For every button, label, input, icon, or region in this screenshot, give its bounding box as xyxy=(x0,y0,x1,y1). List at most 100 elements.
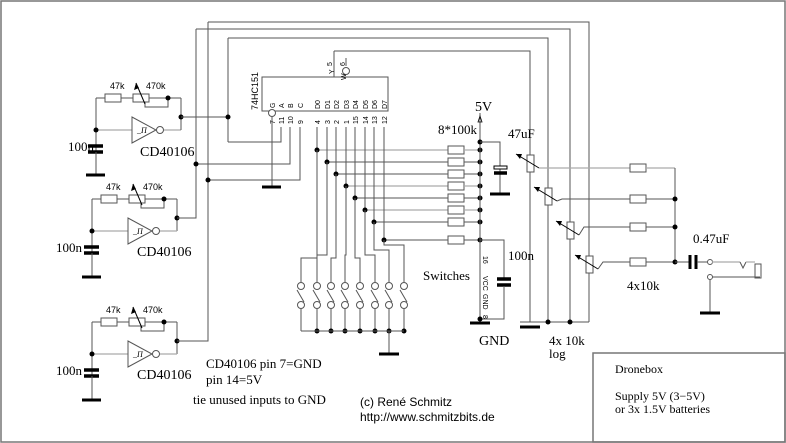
switch-contact-bottom-2 xyxy=(327,301,335,309)
mux-pin-num-5: 5 xyxy=(327,62,334,66)
mux-pin-num-6: 6 xyxy=(340,62,347,66)
mixer-resistor-1 xyxy=(629,163,647,173)
mux-pin-label-d7: D7 xyxy=(382,100,389,109)
switch-wire-7 xyxy=(383,240,405,282)
mux-pin-label-w: W xyxy=(341,73,348,80)
pot-470k-3 xyxy=(128,317,146,327)
mux-gnd-label: GND xyxy=(481,294,488,310)
mux-pin-label-d0: D0 xyxy=(315,100,322,109)
osc1-ic-label: CD40106 xyxy=(140,145,194,160)
routing-wires xyxy=(193,21,590,322)
mux-pin-label-c: C xyxy=(298,103,305,108)
switch-contact-top-3 xyxy=(341,282,349,290)
mux-pin-label-d2: D2 xyxy=(334,100,341,109)
osc2-pot-label: 470k xyxy=(143,182,163,192)
mux-pin-num-9: 9 xyxy=(298,120,305,124)
note-line-2: pin 14=5V xyxy=(206,372,263,387)
mux-pin-num-4: 4 xyxy=(315,120,322,124)
schmitt-inverter-2 xyxy=(127,217,154,245)
switch-0[interactable] xyxy=(296,289,305,303)
electrolytic-cap xyxy=(493,165,508,170)
pot-470k-2 xyxy=(128,194,146,204)
switch-array xyxy=(296,150,408,356)
mux-pin-label-a: A xyxy=(279,103,286,108)
schmitt-inverter-1 xyxy=(131,116,158,144)
note-line-1: CD40106 pin 7=GND xyxy=(206,356,322,371)
info-supply-2: or 3x 1.5V batteries xyxy=(615,402,710,416)
mux-pin-label-g: G xyxy=(270,103,277,108)
credits-url[interactable]: http://www.schmitzbits.de xyxy=(360,410,495,424)
mux-pin-num-15: 15 xyxy=(353,116,360,124)
volume-pots xyxy=(520,319,589,329)
pullups-label: 8*100k xyxy=(438,122,478,137)
mux-vcc-label: VCC xyxy=(481,276,488,291)
credits-author: (c) René Schmitz xyxy=(360,395,452,409)
switch-wire-0 xyxy=(300,150,318,282)
switch-3[interactable] xyxy=(340,289,349,303)
switch-6[interactable] xyxy=(384,289,393,303)
mux-name: 74HC151 xyxy=(250,72,260,110)
osc2-cap-label: 100n xyxy=(56,240,83,255)
mixer-resistor-3 xyxy=(629,222,647,232)
volume-pot-3[interactable] xyxy=(566,221,575,240)
osc1-cap-label: 100n xyxy=(68,139,95,154)
pullup-resistor-6 xyxy=(447,217,465,227)
jack-tip-terminal xyxy=(707,259,713,265)
osc3-cap-label: 100n xyxy=(56,363,83,378)
resistor-47k-3 xyxy=(100,317,118,327)
mux-pin-label-d4: D4 xyxy=(353,100,360,109)
pullup-resistor-7 xyxy=(447,235,465,245)
switch-contact-top-2 xyxy=(327,282,335,290)
mux-pin-label-b: B xyxy=(288,103,295,108)
osc3-pot-label: 470k xyxy=(143,305,163,315)
electrolytic-cap-label: 47uF xyxy=(508,126,535,141)
pullup-resistor-0 xyxy=(447,145,465,155)
volume-pot-2[interactable] xyxy=(544,187,553,206)
volume-pots-label: 4x 10k xyxy=(549,333,585,348)
mux-pin-num-14: 14 xyxy=(363,116,370,124)
switch-wire-2 xyxy=(330,174,337,282)
switch-contact-top-7 xyxy=(400,282,408,290)
mux-pin-num-12: 12 xyxy=(382,116,389,124)
volume-pots-taper: log xyxy=(549,346,566,361)
decoupling-cap-label: 100n xyxy=(508,248,535,263)
switch-7[interactable] xyxy=(399,289,408,303)
pullup-resistor-2 xyxy=(447,169,465,179)
mixer-resistors-label: 4x10k xyxy=(627,278,660,293)
switches-label: Switches xyxy=(423,268,470,283)
switch-wire-3 xyxy=(344,186,347,282)
info-supply-1: Supply 5V (3−5V) xyxy=(615,389,705,403)
supply-5v-label: 5V xyxy=(475,100,492,115)
mux-gnd-pin: 8 xyxy=(481,315,488,319)
switch-4[interactable] xyxy=(355,289,364,303)
osc2-ic-label: CD40106 xyxy=(137,245,191,260)
switch-5[interactable] xyxy=(370,289,379,303)
switch-contact-bottom-0 xyxy=(297,301,305,309)
audio-jack xyxy=(754,263,762,279)
mux-pin-label-y: Y xyxy=(329,69,336,74)
switch-contact-bottom-5 xyxy=(371,301,379,309)
osc1-pot-label: 470k xyxy=(146,81,166,91)
switch-2[interactable] xyxy=(326,289,335,303)
svg-text:_Π: _Π xyxy=(132,350,144,359)
volume-pot-1[interactable] xyxy=(526,154,535,173)
switch-contact-bottom-7 xyxy=(400,301,408,309)
switch-contact-bottom-3 xyxy=(341,301,349,309)
info-title: Dronebox xyxy=(615,362,663,376)
switch-contact-top-5 xyxy=(371,282,379,290)
mux-pin-num-10: 10 xyxy=(288,116,295,124)
info-box xyxy=(592,352,786,443)
mixer-resistor-2 xyxy=(629,194,647,204)
svg-text:_Π: _Π xyxy=(136,126,148,135)
mux-pin-num-13: 13 xyxy=(372,116,379,124)
data-lines xyxy=(314,127,483,245)
note-line-3: tie unused inputs to GND xyxy=(193,392,326,407)
pullup-rail xyxy=(470,113,511,325)
pullup-resistor-1 xyxy=(447,157,465,167)
switch-1[interactable] xyxy=(312,289,321,303)
volume-pot-4[interactable] xyxy=(585,255,594,274)
